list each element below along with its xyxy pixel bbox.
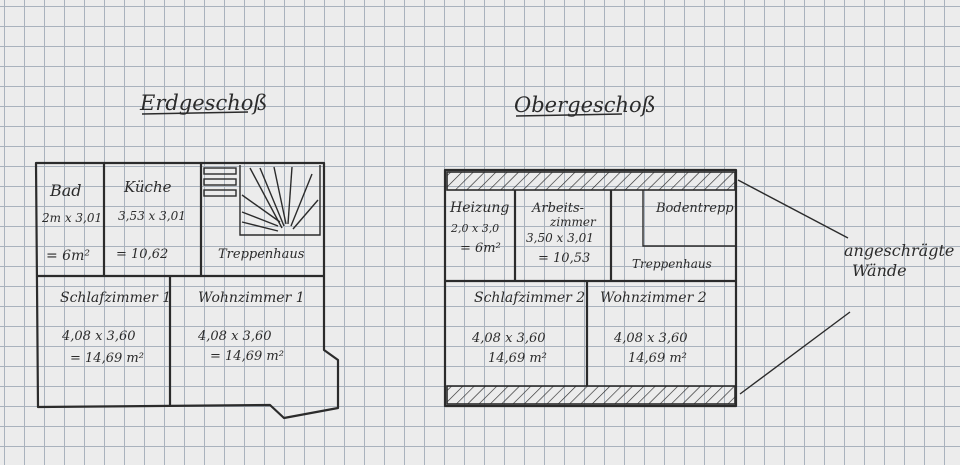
room-treppenhaus-name: Treppenhaus [218,247,305,262]
upper-outer-wall [443,168,738,408]
room-wohnzimmer1-name: Wohnzimmer 1 [198,290,305,306]
room-schlafzimmer2-area: 14,69 m² [488,351,547,366]
annotation-line1: angeschrägte [844,241,954,260]
stair-step [241,194,281,223]
room-wohnzimmer1-area: = 14,69 m² [210,349,284,364]
room-kueche-dims: 3,53 x 3,01 [118,209,186,223]
boden-treppe-partition [642,190,736,247]
room-wohnzimmer2-area: 14,69 m² [628,351,687,366]
sloped-wall-bottom [446,385,736,405]
ground-floor: Erdgeschoß Bad 2m x 3,01 [34,91,340,420]
room-kueche: Küche 3,53 x 3,01 = 10,62 [116,178,186,262]
room-treppenhaus2-name: Treppenhaus [632,257,712,271]
room-wohnzimmer1: Wohnzimmer 1 4,08 x 3,60 = 14,69 m² [197,290,305,364]
room-wohnzimmer2-name: Wohnzimmer 2 [600,290,707,306]
room-arbeitszimmer: Arbeits- zimmer 3,50 x 3,01 = 10,53 [526,201,597,266]
stair-step [273,166,287,225]
room-schlafzimmer1-name: Schlafzimmer 1 [60,290,171,306]
room-bad: Bad 2m x 3,01 = 6m² [41,181,102,264]
room-schlafzimmer1: Schlafzimmer 1 4,08 x 3,60 = 14,69 m² [60,290,171,366]
room-wohnzimmer2-dims: 4,08 x 3,60 [613,331,688,346]
ground-title-underline [141,111,249,115]
stair-step [241,221,279,232]
room-heizung: Heizung 2,0 x 3,0 = 6m² [449,200,509,256]
room-kueche-area: = 10,62 [116,247,168,262]
room-bad-dims: 2m x 3,01 [41,211,102,225]
room-bad-name: Bad [49,181,82,200]
room-arbeitszimmer-dims: 3,50 x 3,01 [526,231,594,245]
room-kueche-name: Küche [123,178,172,196]
room-schlafzimmer2-name: Schlafzimmer 2 [474,290,585,306]
room-wohnzimmer1-dims: 4,08 x 3,60 [197,329,272,344]
room-wohnzimmer2: Wohnzimmer 2 4,08 x 3,60 14,69 m² [600,290,707,366]
room-schlafzimmer2: Schlafzimmer 2 4,08 x 3,60 14,69 m² [471,290,585,366]
stair-step [287,166,293,225]
room-arbeitszimmer-area: = 10,53 [538,251,590,266]
room-schlafzimmer2-dims: 4,08 x 3,60 [471,331,546,346]
annotation-leader-top [737,179,849,239]
stair-step [203,189,237,197]
annotation-leader-bottom [739,311,851,395]
upper-floor-title: Obergeschoß [514,93,656,117]
room-bodentreppe-name: Bodentrepp [655,201,734,216]
ground-floor-title: Erdgeschoß [139,91,267,115]
stair-step [292,199,319,230]
spiral-stair [203,165,321,236]
room-bad-area: = 6m² [46,248,90,264]
room-schlafzimmer1-area: = 14,69 m² [70,351,144,366]
stair-step [259,167,285,227]
sloped-walls-annotation: angeschrägte Wände [737,179,954,395]
room-arbeitszimmer-name: Arbeits- [531,201,584,216]
stair-step [249,167,283,229]
stair-step [203,178,237,186]
stair-step [290,173,313,227]
room-heizung-area: = 6m² [460,241,501,256]
room-heizung-dims: 2,0 x 3,0 [450,222,499,235]
stair-step [203,167,237,175]
room-heizung-name: Heizung [449,200,509,216]
upper-floor: Obergeschoß Heizung 2,0 x 3,0 = 6m² Arbe… [443,93,738,408]
room-arbeitszimmer-name2: zimmer [549,215,597,229]
sloped-wall-top [446,171,736,191]
room-schlafzimmer1-dims: 4,08 x 3,60 [61,329,136,344]
annotation-line2: Wände [852,261,907,280]
stair-well [239,165,321,236]
stair-step [241,211,279,227]
upper-title-underline [515,113,623,117]
ground-outer-wall [34,161,340,420]
